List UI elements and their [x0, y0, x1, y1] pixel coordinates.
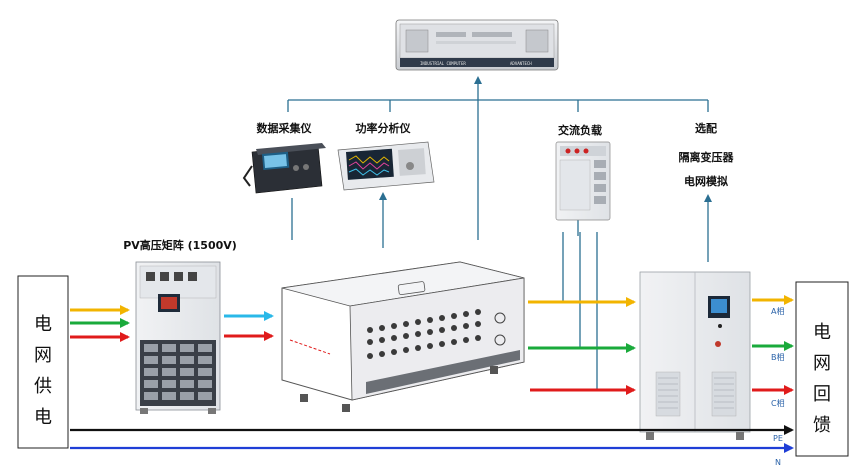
grid-feedback-char-3: 回 [813, 384, 831, 405]
power-analyzer-label: 功率分析仪 [356, 121, 412, 135]
inverter-device [281, 261, 525, 412]
phase-a-label: A相 [771, 306, 784, 316]
grid-feedback-char-1: 电 [813, 322, 831, 343]
grid-supply-box: 电 网 供 电 [17, 275, 69, 449]
grid-simulator-cabinet [639, 271, 751, 440]
isolation-transformer-label: 隔离变压器 [679, 150, 735, 164]
power-analyzer-device [337, 141, 435, 191]
n-label: N [775, 458, 781, 467]
grid-feedback-char-2: 网 [813, 353, 831, 374]
ac-load-device [555, 141, 611, 221]
pe-label: PE [773, 434, 783, 443]
output-phase-arrows [528, 297, 636, 395]
phase-b-label: B相 [771, 352, 785, 362]
pv-matrix-label: PV高压矩阵 (1500V) [123, 238, 237, 252]
phase-c-label: C相 [771, 398, 785, 408]
industrial-pc: INDUSTRIAL COMPUTER ADVANTECH [395, 19, 559, 71]
input-phase-arrows [70, 305, 130, 342]
grid-supply-char-1: 电 [34, 314, 52, 335]
comm-bus [287, 76, 712, 390]
daq-label: 数据采集仪 [257, 121, 313, 135]
feedback-phase-arrows [752, 295, 794, 395]
grid-supply-char-3: 供 [34, 376, 52, 397]
grid-supply-char-2: 网 [34, 345, 52, 366]
ac-load-label: 交流负载 [558, 123, 602, 137]
daq-device [242, 143, 326, 194]
pe-n-lines [70, 425, 794, 453]
grid-supply-char-4: 电 [34, 407, 52, 428]
ipc-brand-left: INDUSTRIAL COMPUTER [420, 61, 466, 66]
grid-simulation-label: 电网模拟 [684, 174, 728, 188]
dc-arrows [224, 311, 274, 341]
optional-label: 选配 [695, 121, 717, 135]
grid-feedback-box: 电 网 回 馈 [795, 281, 849, 457]
pv-matrix-cabinet [135, 261, 221, 414]
ipc-brand-right: ADVANTECH [510, 61, 532, 66]
grid-feedback-char-4: 馈 [813, 415, 831, 436]
